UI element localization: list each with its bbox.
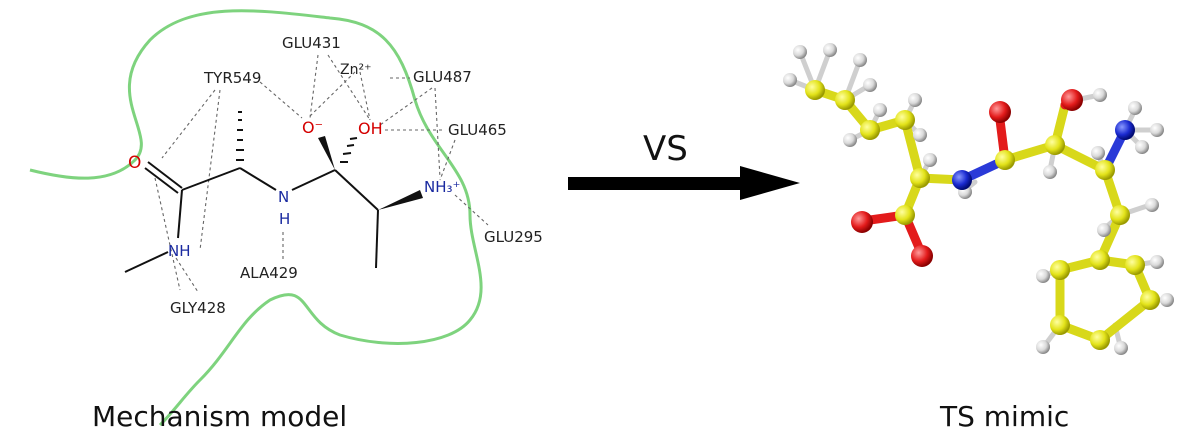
- residue-glu465: GLU465: [448, 121, 507, 139]
- bold-wedge-2: [378, 190, 423, 210]
- vs-comparison: VS: [568, 129, 800, 200]
- residue-glu487: GLU487: [413, 68, 472, 86]
- right-arrow-icon: [568, 166, 800, 200]
- oxyanion-label: O⁻: [302, 118, 323, 137]
- residue-ala429: ALA429: [240, 264, 298, 282]
- amide-n-label: N: [278, 188, 289, 206]
- hydroxyl-label: OH: [358, 119, 383, 138]
- hashed-wedge-2: [340, 137, 358, 163]
- skeletal-bonds: [124, 111, 423, 273]
- mechanism-model-panel: GLU431 TYR549 Zn²⁺ GLU487 GLU465 GLU295 …: [29, 9, 543, 433]
- carbonyl-oxygen-label: O: [128, 153, 141, 173]
- zinc-ion-label: Zn²⁺: [340, 62, 371, 78]
- hashed-wedge-1: [236, 111, 244, 161]
- ts-mimic-panel: TS mimic: [783, 43, 1174, 433]
- molecule-atoms: [783, 43, 1174, 355]
- ts-mimic-caption: TS mimic: [939, 400, 1069, 433]
- binding-pocket-outline: [29, 9, 483, 427]
- nh-label: NH: [168, 242, 191, 260]
- bold-wedge-1: [318, 136, 335, 170]
- ammonium-label: NH₃⁺: [424, 178, 460, 196]
- vs-label: VS: [643, 129, 688, 169]
- mechanism-model-caption: Mechanism model: [92, 400, 347, 433]
- amide-h-label: H: [279, 210, 290, 228]
- residue-tyr549: TYR549: [203, 69, 261, 87]
- residue-glu431: GLU431: [282, 34, 341, 52]
- residue-gly428: GLY428: [170, 299, 226, 317]
- residue-glu295: GLU295: [484, 228, 543, 246]
- interaction-lines: [154, 54, 489, 293]
